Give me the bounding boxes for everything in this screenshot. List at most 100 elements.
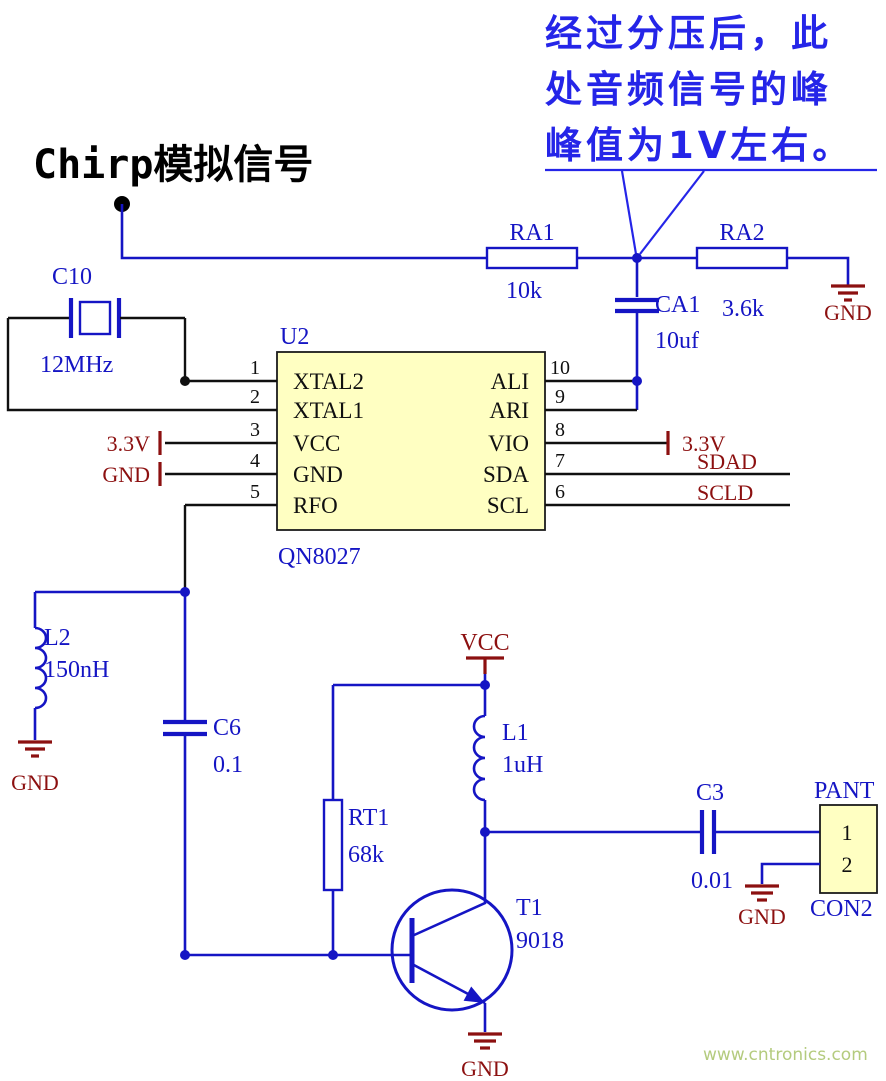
transistor-t1-ref: T1 — [516, 895, 543, 921]
resistor-ra2-value: 3.6k — [722, 296, 764, 322]
power-vcc: VCC — [460, 630, 510, 674]
connector-con2: PANT 1 2 CON2 — [760, 778, 878, 922]
gnd-symbol-con2: GND — [738, 884, 786, 929]
pin9-name: ARI — [489, 398, 529, 423]
capacitor-c6-ref: C6 — [213, 715, 241, 741]
pin6-number: 6 — [555, 481, 565, 503]
inductor-l2: L2 150nH — [33, 592, 109, 740]
transistor-t1-collector — [411, 832, 487, 938]
pin10-name: ALI — [491, 369, 529, 394]
net-label-gnd-left: GND — [102, 462, 150, 487]
ic-u2-ref: U2 — [280, 324, 309, 350]
resistor-rt1-ref: RT1 — [348, 805, 389, 831]
watermark-text: www.cntronics.com — [703, 1045, 868, 1065]
resistor-ra1-body — [485, 246, 579, 270]
crystal-c10-ref: C10 — [52, 264, 92, 290]
resistor-ra1: RA1 10k — [485, 220, 579, 304]
capacitor-c3-ref: C3 — [696, 780, 724, 806]
resistor-rt1: RT1 68k — [322, 685, 389, 955]
junction-ali-ari — [632, 376, 642, 386]
wire-ra2-to-gnd — [787, 256, 850, 285]
resistor-ra1-value: 10k — [506, 278, 542, 304]
crystal-body — [78, 300, 112, 336]
capacitor-c6-value: 0.1 — [213, 752, 243, 778]
connector-con2-name: PANT — [814, 778, 875, 804]
gnd-label-con2: GND — [738, 904, 786, 929]
annotation-leader-left — [620, 170, 638, 255]
net-label-3v3-right: 3.3V — [682, 431, 726, 456]
resistor-ra2-ref: RA2 — [719, 220, 764, 246]
pin4-name: GND — [293, 462, 343, 487]
pin3-number: 3 — [250, 419, 260, 441]
chirp-signal-source: Chirp模拟信号 — [33, 142, 487, 260]
transistor-t1-value: 9018 — [516, 928, 564, 954]
power-3v3-pin8: 3.3V — [666, 431, 726, 456]
pin5-name: RFO — [293, 493, 338, 518]
crystal-c10-value: 12MHz — [40, 352, 113, 378]
capacitor-c3: C3 0.01 — [691, 780, 820, 894]
capacitor-c6: C6 0.1 — [163, 715, 243, 955]
pin7-name: SDA — [483, 462, 529, 487]
transistor-t1-emitter-arrow — [463, 986, 485, 1003]
inductor-l1-ref: L1 — [502, 720, 529, 746]
pin2-name: XTAL1 — [293, 398, 364, 423]
crystal-c10: C10 12MHz — [6, 264, 190, 412]
pin2-number: 2 — [250, 386, 260, 408]
pin5-number: 5 — [250, 481, 260, 503]
power-3v3-pin3: 3.3V — [107, 431, 162, 456]
pin7-number: 7 — [555, 450, 565, 472]
capacitor-ca1-ref: CA1 — [655, 292, 700, 318]
pin3-name: VCC — [293, 431, 340, 456]
gnd-symbol-ra2: GND — [824, 284, 872, 325]
pin6-name: SCL — [487, 493, 529, 518]
wire-chirp-to-ra1 — [120, 204, 487, 260]
chirp-signal-label: Chirp模拟信号 — [33, 142, 313, 188]
resistor-ra1-ref: RA1 — [509, 220, 554, 246]
pin4-number: 4 — [250, 450, 260, 472]
transistor-t1: T1 9018 — [390, 832, 564, 1032]
capacitor-ca1: CA1 10uf — [615, 258, 700, 410]
connector-con2-body — [819, 804, 878, 894]
capacitor-ca1-value: 10uf — [655, 328, 699, 354]
net-label-vcc: VCC — [460, 630, 509, 656]
inductor-l1-value: 1uH — [502, 752, 543, 778]
pin8-name: VIO — [488, 431, 529, 456]
gnd-symbol-t1: GND — [461, 1032, 509, 1081]
annotation-leader-right — [639, 170, 705, 255]
pin1-number: 1 — [250, 357, 260, 379]
ic-u2: U2 QN8027 1 2 3 4 5 10 9 8 7 6 XTAL2 XTA… — [165, 324, 790, 570]
connector-pin-2: 2 — [842, 852, 853, 877]
connector-con2-ref: CON2 — [810, 896, 873, 922]
annotation-line-1: 经过分压后，此 — [545, 12, 832, 55]
gnd-label-t1: GND — [461, 1056, 509, 1081]
inductor-l2-coil — [34, 626, 48, 710]
capacitor-c3-value: 0.01 — [691, 868, 733, 894]
wire-con2-pin2-gnd — [760, 862, 820, 884]
junction-c6-base — [180, 950, 190, 960]
pin10-number: 10 — [550, 357, 570, 379]
connector-pin-1: 1 — [842, 820, 853, 845]
gnd-label-l2: GND — [11, 770, 59, 795]
inductor-l2-value: 150nH — [44, 657, 109, 683]
wire-crystal-loop — [6, 318, 185, 412]
pin9-number: 9 — [555, 386, 565, 408]
annotation-line-2: 处音频信号的峰 — [545, 68, 832, 111]
net-label-sdad: SDAD — [697, 449, 757, 474]
resistor-ra2-body — [695, 246, 789, 270]
resistor-ra2: RA2 3.6k — [695, 220, 789, 322]
resistor-rt1-body — [322, 798, 344, 892]
net-label-scld: SCLD — [697, 480, 753, 505]
inductor-l2-ref: L2 — [44, 625, 71, 651]
power-gnd-pin4: GND — [102, 462, 162, 487]
transistor-t1-circle — [390, 888, 514, 1012]
ic-u2-part: QN8027 — [278, 544, 361, 570]
annotation-note: 经过分压后，此 处音频信号的峰 峰值为1V左右。 — [545, 12, 877, 255]
gnd-label-ra2: GND — [824, 300, 872, 325]
gnd-symbol-l2: GND — [11, 740, 59, 795]
inductor-l1-coil — [472, 714, 486, 802]
inductor-l1: L1 1uH — [472, 685, 543, 832]
net-label-3v3-left: 3.3V — [107, 431, 151, 456]
pin1-name: XTAL2 — [293, 369, 364, 394]
